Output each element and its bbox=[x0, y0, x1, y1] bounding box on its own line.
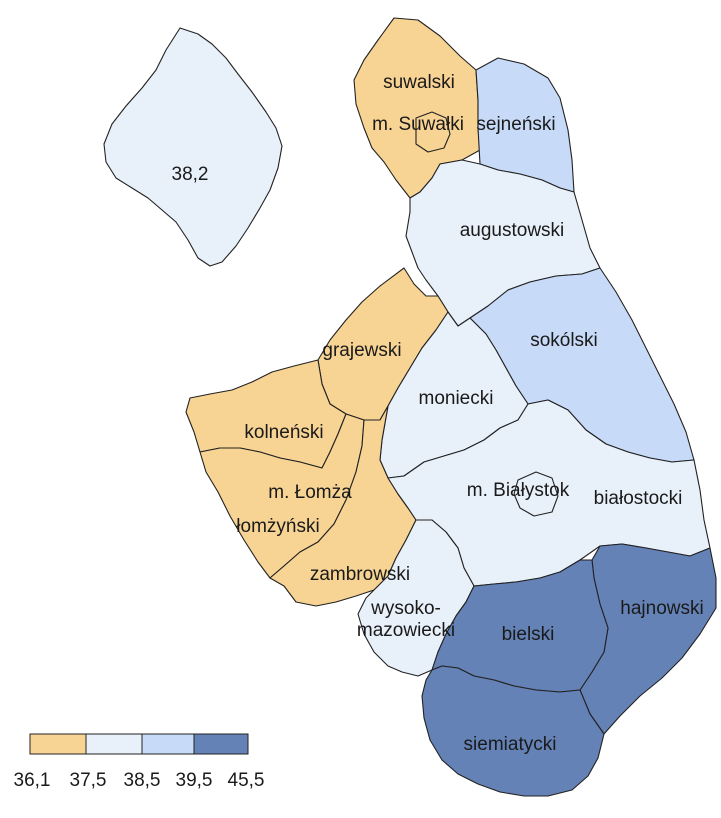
legend-break-2: 37,5 bbox=[70, 770, 107, 791]
label-wysokomazowiecki-line2: mazowiecki bbox=[357, 620, 455, 641]
label-wysokomazowiecki-line1: wysoko- bbox=[370, 598, 441, 619]
label-kolnenski: kolneński bbox=[244, 422, 323, 443]
legend-swatch-3 bbox=[141, 733, 195, 755]
legend-break-1: 36,1 bbox=[14, 770, 51, 791]
inset-value-label: 38,2 bbox=[172, 164, 209, 185]
label-suwalski: suwalski bbox=[383, 72, 455, 93]
legend-swatch-1 bbox=[29, 733, 87, 755]
legend-swatch-4 bbox=[193, 733, 249, 755]
legend: 36,1 37,5 38,5 39,5 45,5 bbox=[14, 733, 265, 791]
label-sejnenski: sejneński bbox=[476, 114, 555, 135]
label-siemiatycki: siemiatycki bbox=[464, 734, 557, 755]
region-m-bialystok bbox=[513, 471, 559, 517]
label-sokolski: sokólski bbox=[530, 330, 598, 351]
label-lomzynski: łomżyński bbox=[236, 516, 319, 537]
legend-break-5: 45,5 bbox=[228, 770, 265, 791]
label-zambrowski: zambrowski bbox=[310, 564, 410, 585]
region-wysokomazowiecki bbox=[357, 519, 475, 677]
label-moniecki: moniecki bbox=[419, 388, 494, 409]
region-siemiatycki bbox=[421, 665, 605, 797]
region-inset bbox=[103, 27, 283, 267]
legend-swatch-2 bbox=[85, 733, 143, 755]
label-bielski: bielski bbox=[502, 624, 555, 645]
legend-break-3: 38,5 bbox=[124, 770, 161, 791]
label-hajnowski: hajnowski bbox=[620, 598, 703, 619]
label-m-suwalki: m. Suwałki bbox=[372, 114, 464, 135]
label-augustowski: augustowski bbox=[460, 220, 565, 241]
label-grajewski: grajewski bbox=[322, 340, 401, 361]
region-zambrowski bbox=[269, 405, 417, 607]
label-bialostocki: białostocki bbox=[594, 488, 683, 509]
label-m-lomza: m. Łomża bbox=[268, 482, 352, 503]
legend-break-4: 39,5 bbox=[176, 770, 213, 791]
label-m-bialystok: m. Białystok bbox=[467, 480, 570, 501]
region-m-suwalki bbox=[415, 111, 451, 153]
